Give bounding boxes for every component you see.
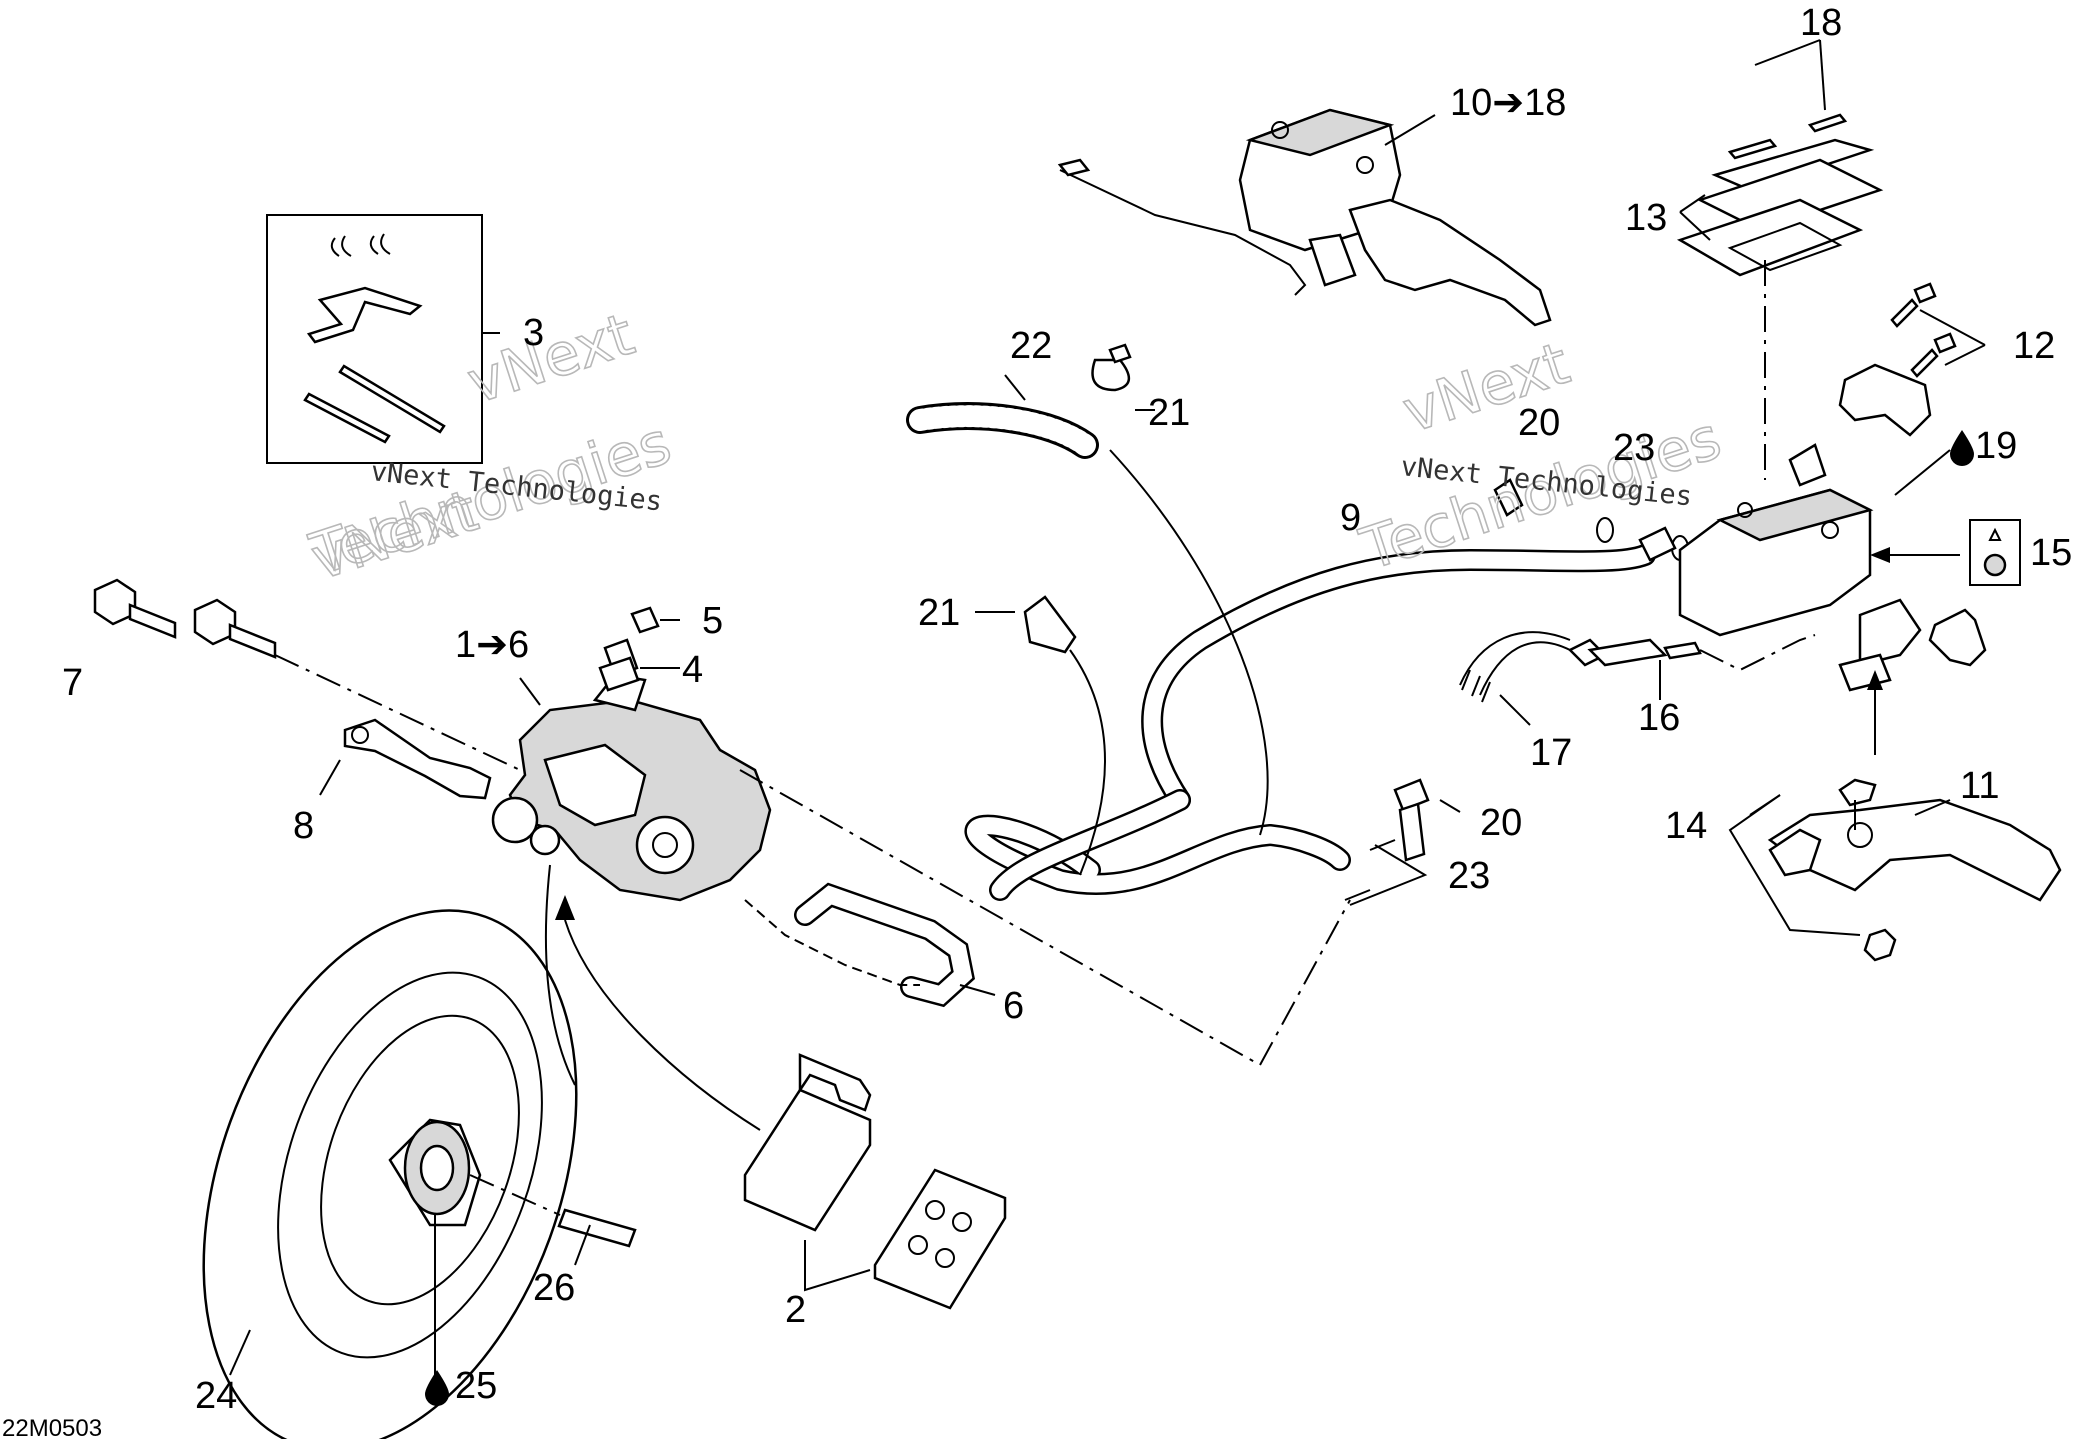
callout-5: 5 — [702, 600, 723, 642]
spiral-sleeve — [906, 374, 1099, 459]
callout-15: 15 — [2030, 532, 2072, 574]
caliper-bolts — [93, 578, 521, 771]
master-cylinder-assembly — [1057, 108, 1552, 327]
brake-disc — [202, 864, 578, 1439]
callout-12: 12 — [2013, 325, 2055, 367]
drop-icon — [425, 1370, 449, 1406]
callout-9: 9 — [1340, 497, 1361, 539]
callout-13: 13 — [1625, 197, 1667, 239]
brake-pads — [743, 1053, 1007, 1310]
cap-icon-box — [1870, 519, 2021, 586]
callout-22: 22 — [1010, 325, 1052, 367]
rubber-boot — [1928, 608, 1987, 667]
callout-16: 16 — [1638, 697, 1680, 739]
callout-2: 2 — [785, 1289, 806, 1331]
callout-26: 26 — [533, 1267, 575, 1309]
callout-10: 10➔18 — [1450, 82, 1566, 124]
caliper-bracket — [319, 718, 492, 800]
callout-20-upper: 20 — [1518, 402, 1560, 444]
callout-1: 1➔6 — [455, 624, 529, 666]
callout-4: 4 — [682, 649, 703, 691]
handlebar-clamp-and-bolts — [1838, 282, 1986, 437]
callout-21-lower: 21 — [918, 592, 960, 634]
master-cylinder-right — [1678, 443, 1951, 692]
pad-pin-kit-box — [266, 214, 500, 464]
banjo-bolt-lower — [1344, 778, 1461, 906]
callout-19: 19 — [1975, 425, 2017, 467]
bleeder-screw-and-cap — [598, 606, 680, 692]
callout-21-upper: 21 — [1148, 392, 1190, 434]
callout-23-upper: 23 — [1613, 427, 1655, 469]
banjo-bolt-upper — [1493, 478, 1689, 562]
caliper-crossover-tube — [744, 882, 996, 1008]
brake-lever-assembly — [1728, 670, 2062, 962]
callout-3: 3 — [523, 312, 544, 354]
callout-18: 18 — [1800, 2, 1842, 44]
callout-24: 24 — [195, 1375, 237, 1417]
drop-icon — [1950, 430, 1974, 466]
callout-14: 14 — [1665, 805, 1707, 847]
callout-8: 8 — [293, 805, 314, 847]
callout-17: 17 — [1530, 732, 1572, 774]
callout-7: 7 — [62, 662, 83, 704]
callout-25: 25 — [455, 1365, 497, 1407]
callout-6: 6 — [1003, 985, 1024, 1027]
reservoir-cover-and-gasket — [1676, 39, 1884, 480]
callout-11: 11 — [1960, 765, 1999, 807]
drawing-code: 22M0503 — [2, 1415, 102, 1439]
callout-labels: 1➔6 2 3 4 5 6 7 8 9 10➔18 11 12 13 14 15… — [62, 2, 2072, 1417]
callout-20-lower: 20 — [1480, 802, 1522, 844]
brake-caliper — [491, 673, 772, 902]
callout-23-lower: 23 — [1448, 855, 1490, 897]
brake-light-switch — [1459, 631, 1816, 726]
brake-hose — [964, 449, 1656, 901]
disc-key — [557, 1208, 637, 1266]
hose-clamps — [975, 343, 1155, 654]
